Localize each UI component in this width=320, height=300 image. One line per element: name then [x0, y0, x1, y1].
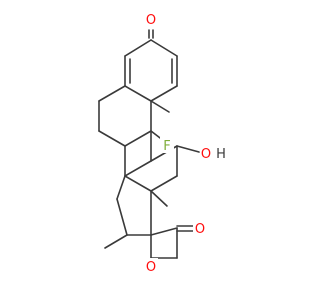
ring-oxygen-label: O [146, 260, 156, 275]
hydroxyl-bond [176, 145, 200, 153]
molecule-structure: O F O H O O [98, 11, 226, 275]
ketone-oxygen-label: O [146, 13, 156, 28]
bond [124, 160, 152, 177]
ring-d [116, 175, 152, 236]
hydroxyl-hydrogen-label: H [216, 147, 226, 162]
bond [98, 130, 126, 147]
bond [150, 175, 178, 192]
bond [150, 39, 178, 57]
bond [124, 130, 152, 147]
lactone-carbonyl-oxygen-label: O [195, 222, 205, 237]
bond [98, 85, 126, 102]
ring-a [124, 29, 178, 102]
bond [116, 198, 128, 236]
fluorine-label: F [163, 139, 170, 154]
ring-b [98, 85, 152, 147]
bond [124, 39, 152, 57]
hydroxyl-oxygen-label: O [201, 147, 211, 162]
bond [124, 85, 152, 102]
bond [150, 227, 178, 236]
bond [150, 85, 178, 102]
bond [116, 175, 126, 200]
methyl-bond [104, 234, 128, 249]
methyl-bond [150, 100, 170, 113]
lactone-ring [150, 225, 194, 259]
bond [124, 175, 152, 192]
ring-c [124, 130, 178, 192]
methyl-bond [150, 190, 168, 207]
